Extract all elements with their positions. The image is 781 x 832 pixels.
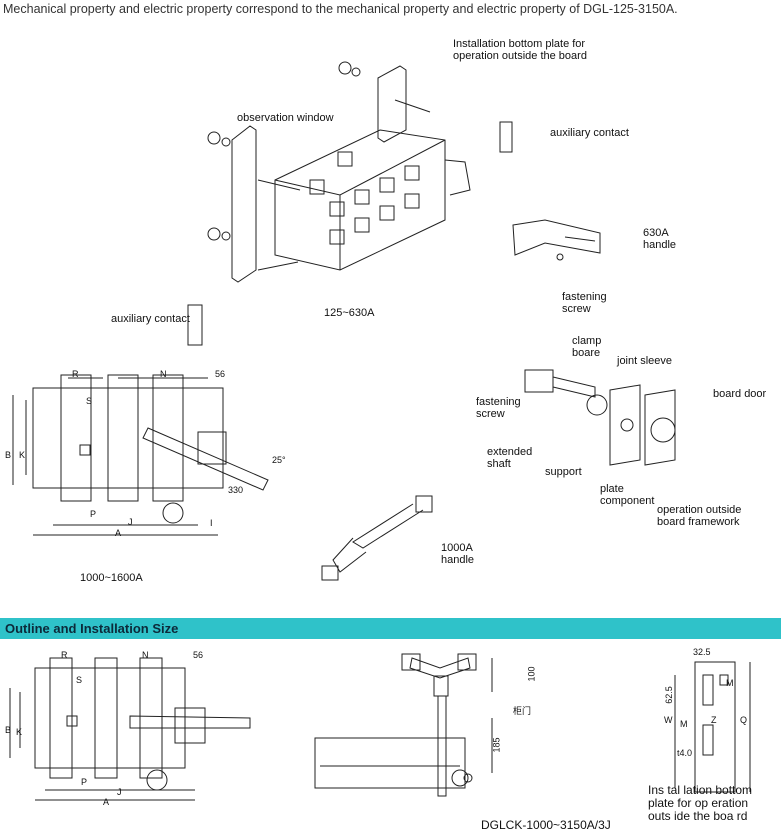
range-1000-1600-label: 1000~1600A bbox=[80, 572, 143, 584]
range-125-630-label: 125~630A bbox=[324, 307, 375, 319]
dim-N-mid: N bbox=[160, 369, 167, 379]
clamp-board-label: clamp boare bbox=[572, 335, 602, 359]
dim-S-mid: S bbox=[86, 396, 93, 406]
cabinet-door-label: 柜门 bbox=[513, 706, 532, 716]
extended-shaft-label: extended shaft bbox=[487, 446, 533, 470]
dim-62-5: 62.5 bbox=[663, 686, 674, 704]
plate-component-label: plate component bbox=[600, 483, 655, 507]
dim-P-bottom: P bbox=[81, 777, 88, 787]
handle-1000a-label: 1000A handle bbox=[441, 542, 475, 566]
switch-exploded-diagram bbox=[207, 61, 513, 283]
dim-J-mid: J bbox=[128, 517, 133, 527]
section-banner: Outline and Installation Size bbox=[0, 618, 781, 639]
bottom-outline-drawing bbox=[9, 657, 251, 801]
dim-I-mid: I bbox=[210, 518, 213, 528]
operation-outside-label: operation outside board framework bbox=[657, 504, 742, 528]
dim-N-bottom: N bbox=[142, 650, 149, 660]
handle-1000a-drawing bbox=[321, 495, 433, 581]
dim-100: 100 bbox=[526, 666, 537, 682]
installation-plate-caption: Ins tal lation bottom plate for op erati… bbox=[648, 783, 753, 823]
outside-operation-assembly bbox=[524, 369, 676, 466]
intro-text: Mechanical property and electric propert… bbox=[3, 2, 678, 16]
dim-Z: Z bbox=[711, 715, 717, 725]
dim-M-side: M bbox=[680, 719, 688, 729]
dim-330: 330 bbox=[228, 485, 244, 495]
dim-t4-0: t4.0 bbox=[677, 748, 693, 758]
installation-plate-label: Installation bottom plate for operation … bbox=[453, 38, 587, 62]
dim-B-bottom: B bbox=[5, 725, 12, 735]
handle-630a-drawing bbox=[512, 219, 601, 261]
dim-56-bottom: 56 bbox=[193, 650, 204, 660]
handle-630a-label: 630A handle bbox=[643, 227, 677, 251]
fastening-screw-label-mid: fastening screw bbox=[476, 396, 521, 420]
joint-sleeve-label: joint sleeve bbox=[617, 355, 673, 367]
dim-angle: 25° bbox=[272, 455, 286, 465]
dim-K-bottom: K bbox=[16, 727, 23, 737]
installation-plate-drawing bbox=[674, 661, 751, 793]
dim-B-mid: B bbox=[5, 450, 12, 460]
dim-M-top: M bbox=[726, 678, 734, 688]
dim-A-mid: A bbox=[115, 528, 122, 538]
section-title: Outline and Installation Size bbox=[5, 621, 179, 636]
auxiliary-contact-label-top: auxiliary contact bbox=[550, 127, 629, 139]
dim-P-mid: P bbox=[90, 509, 97, 519]
auxiliary-contact-label-mid: auxiliary contact bbox=[111, 313, 190, 325]
dim-185: 185 bbox=[491, 737, 502, 753]
bottom-side-view bbox=[314, 653, 493, 797]
switch-1000a-outline bbox=[12, 304, 269, 536]
dim-56-mid: 56 bbox=[215, 369, 226, 379]
dim-R-bottom: R bbox=[61, 650, 68, 660]
observation-window-label: observation window bbox=[237, 112, 334, 124]
dim-R-mid: R bbox=[72, 369, 79, 379]
dim-Q: Q bbox=[740, 715, 748, 725]
dim-J-bottom: J bbox=[117, 787, 122, 797]
support-label: support bbox=[545, 466, 582, 478]
dim-K-mid: K bbox=[19, 450, 26, 460]
dim-A-bottom: A bbox=[103, 797, 110, 807]
board-door-label: board door bbox=[713, 388, 767, 400]
dim-W: W bbox=[664, 715, 673, 725]
model-caption: DGLCK-1000~3150A/3J bbox=[481, 818, 611, 832]
dim-S-bottom: S bbox=[76, 675, 83, 685]
fastening-screw-label-top: fastening screw bbox=[562, 291, 607, 315]
dim-32-5: 32.5 bbox=[693, 647, 711, 657]
